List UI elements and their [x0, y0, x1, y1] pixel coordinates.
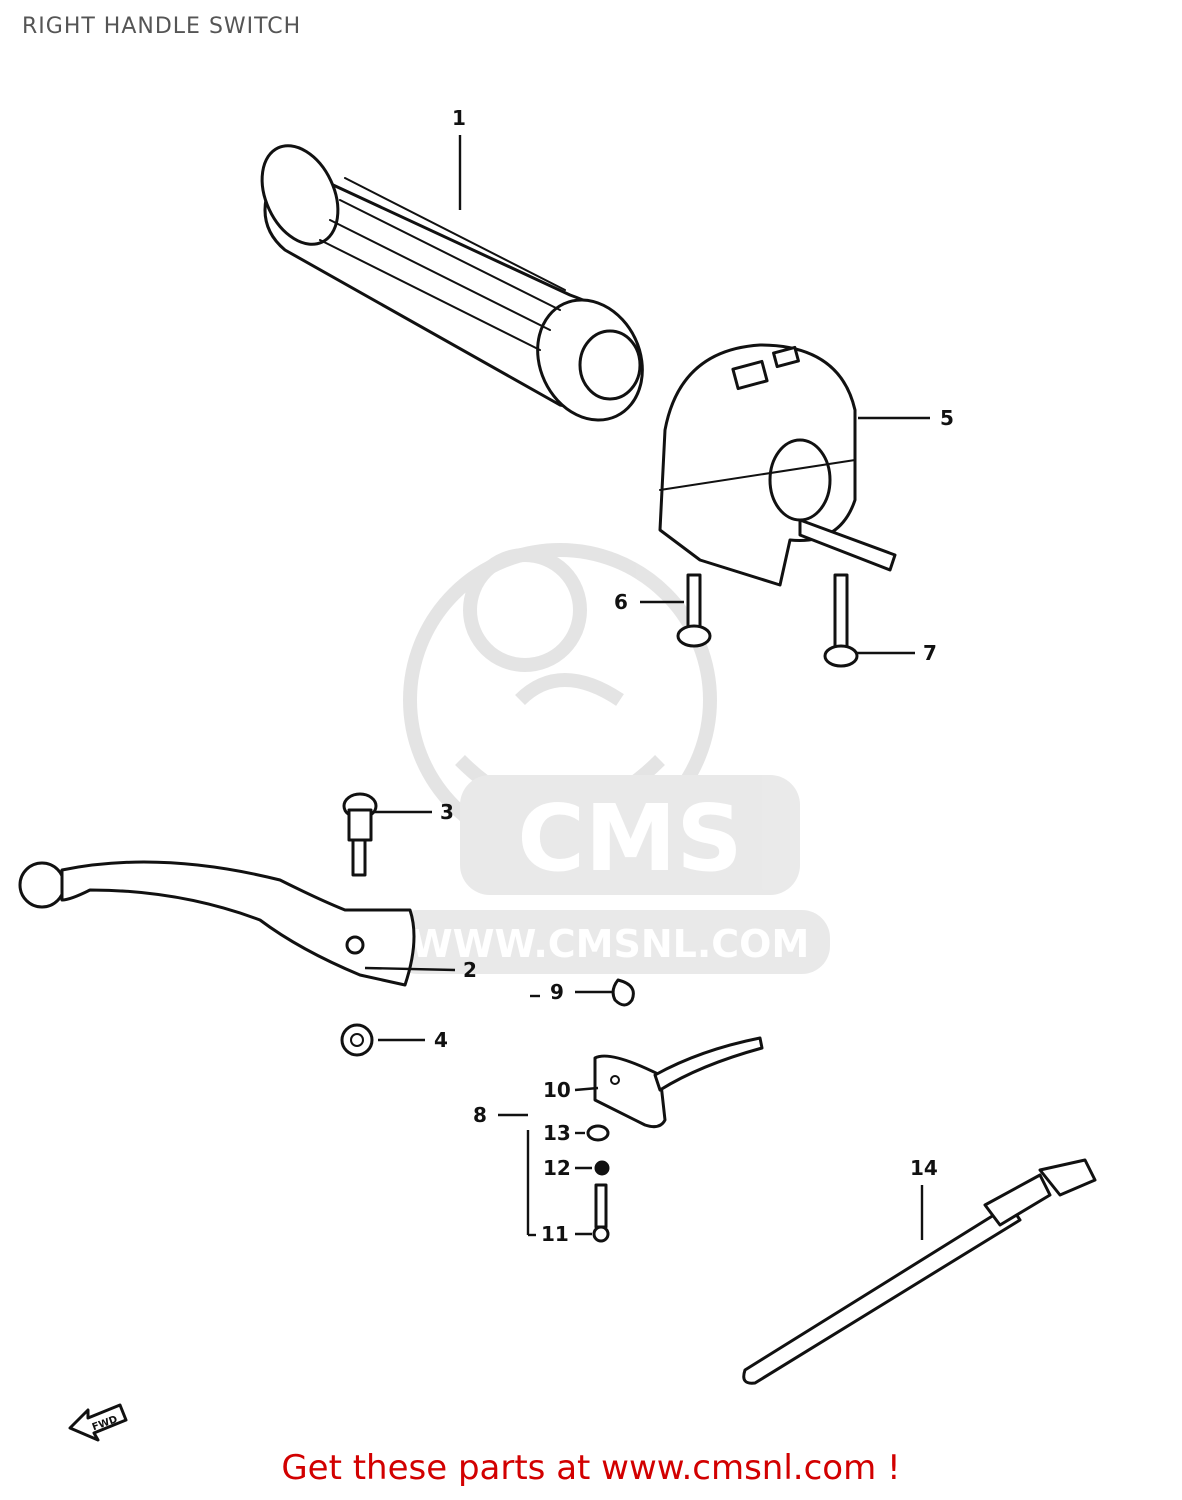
callout-10: 10 [543, 1078, 599, 1102]
svg-text:2: 2 [463, 958, 477, 982]
svg-text:9: 9 [550, 980, 564, 1004]
svg-text:1: 1 [452, 106, 466, 130]
svg-text:4: 4 [434, 1028, 448, 1052]
svg-text:12: 12 [543, 1156, 571, 1180]
fwd-arrow-icon: FWD [68, 1403, 128, 1442]
svg-text:8: 8 [473, 1103, 487, 1127]
callout-3: 3 [375, 800, 454, 824]
callout-6: 6 [614, 590, 684, 614]
svg-text:13: 13 [543, 1121, 571, 1145]
part-1-throttle-grip [260, 144, 644, 422]
callout-12: 12 [543, 1156, 592, 1180]
callout-8: 8 [473, 1103, 536, 1237]
svg-text:6: 6 [614, 590, 628, 614]
svg-text:7: 7 [923, 641, 937, 665]
svg-text:10: 10 [543, 1078, 571, 1102]
part-13-washer [586, 1124, 610, 1142]
page-title: RIGHT HANDLE SWITCH [22, 14, 302, 39]
callout-4: 4 [378, 1028, 448, 1052]
watermark-url-box [390, 910, 830, 974]
callout-5: 5 [858, 406, 954, 430]
part-6-screw [676, 573, 712, 648]
watermark-brand: CMS [517, 785, 742, 892]
part-3-lever-bolt [342, 792, 378, 877]
svg-text:14: 14 [910, 1156, 938, 1180]
part-12-lock-washer [594, 1160, 610, 1176]
part-9-clip [611, 978, 635, 1007]
part-4-nut [340, 1023, 374, 1057]
callout-11: 11 [541, 1222, 592, 1246]
callout-13: 13 [543, 1121, 585, 1145]
svg-text:11: 11 [541, 1222, 569, 1246]
part-5-switch-housing [658, 343, 897, 587]
footer-link[interactable]: Get these parts at www.cmsnl.com ! [281, 1448, 901, 1488]
svg-text:5: 5 [940, 406, 954, 430]
part-2-brake-lever [18, 860, 416, 987]
callout-9: 9 [530, 980, 612, 1004]
callout-2: 2 [364, 958, 477, 982]
part-10-brake-switch [593, 1036, 764, 1129]
callout-7: 7 [856, 641, 937, 665]
part-14-cable-tie [742, 1158, 1097, 1385]
watermark-url: WWW.CMSNL.COM [411, 922, 810, 966]
callout-1: 1 [452, 106, 466, 210]
watermark-brand-box [460, 775, 800, 895]
part-11-screw [592, 1183, 610, 1243]
callout-14: 14 [910, 1156, 938, 1240]
svg-text:3: 3 [440, 800, 454, 824]
part-7-screw [823, 573, 859, 668]
watermark: CMS WWW.CMSNL.COM [390, 543, 830, 974]
